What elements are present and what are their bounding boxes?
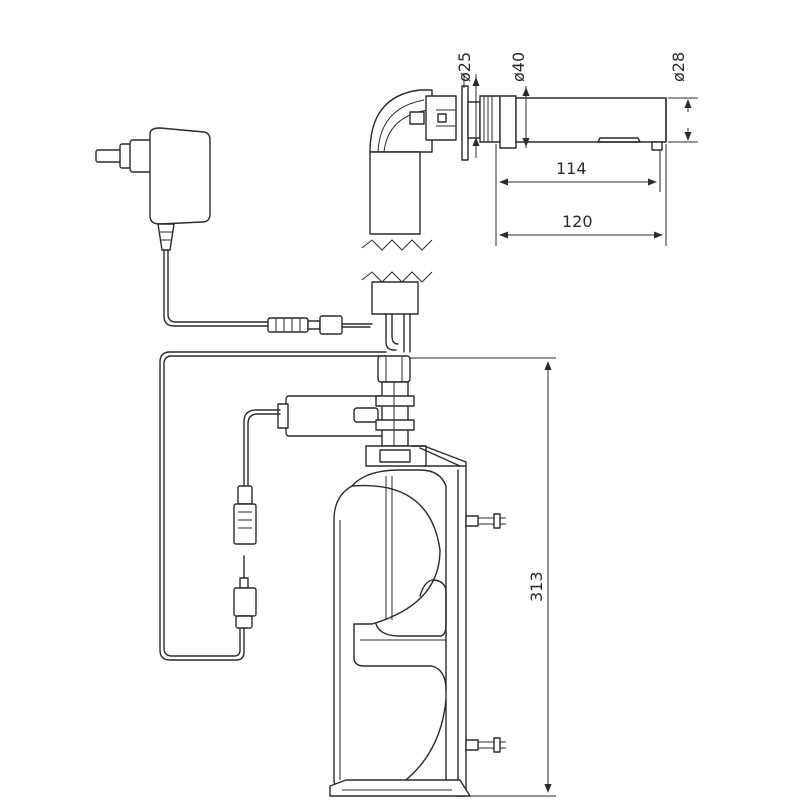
pipe-break-symbol bbox=[361, 239, 433, 315]
adapter-cable bbox=[163, 249, 273, 327]
power-adapter bbox=[95, 127, 211, 251]
soap-tank bbox=[329, 445, 506, 797]
dim-d28-label: ø28 bbox=[669, 52, 688, 82]
inline-connector bbox=[267, 315, 373, 335]
sensor-socket bbox=[233, 555, 257, 629]
spout-assembly bbox=[369, 85, 667, 235]
dim-d40-label: ø40 bbox=[509, 52, 528, 82]
dim-313-label: 313 bbox=[527, 571, 546, 602]
dim-d25-label: ø25 bbox=[455, 52, 474, 82]
dim-114-label: 114 bbox=[556, 159, 587, 178]
control-unit bbox=[277, 355, 415, 447]
sensor-plug bbox=[233, 485, 257, 545]
dim-120-label: 120 bbox=[562, 212, 593, 231]
sensor-cable bbox=[159, 351, 387, 661]
spout-dimensions bbox=[463, 74, 698, 246]
tank-height-dimension bbox=[410, 357, 556, 797]
